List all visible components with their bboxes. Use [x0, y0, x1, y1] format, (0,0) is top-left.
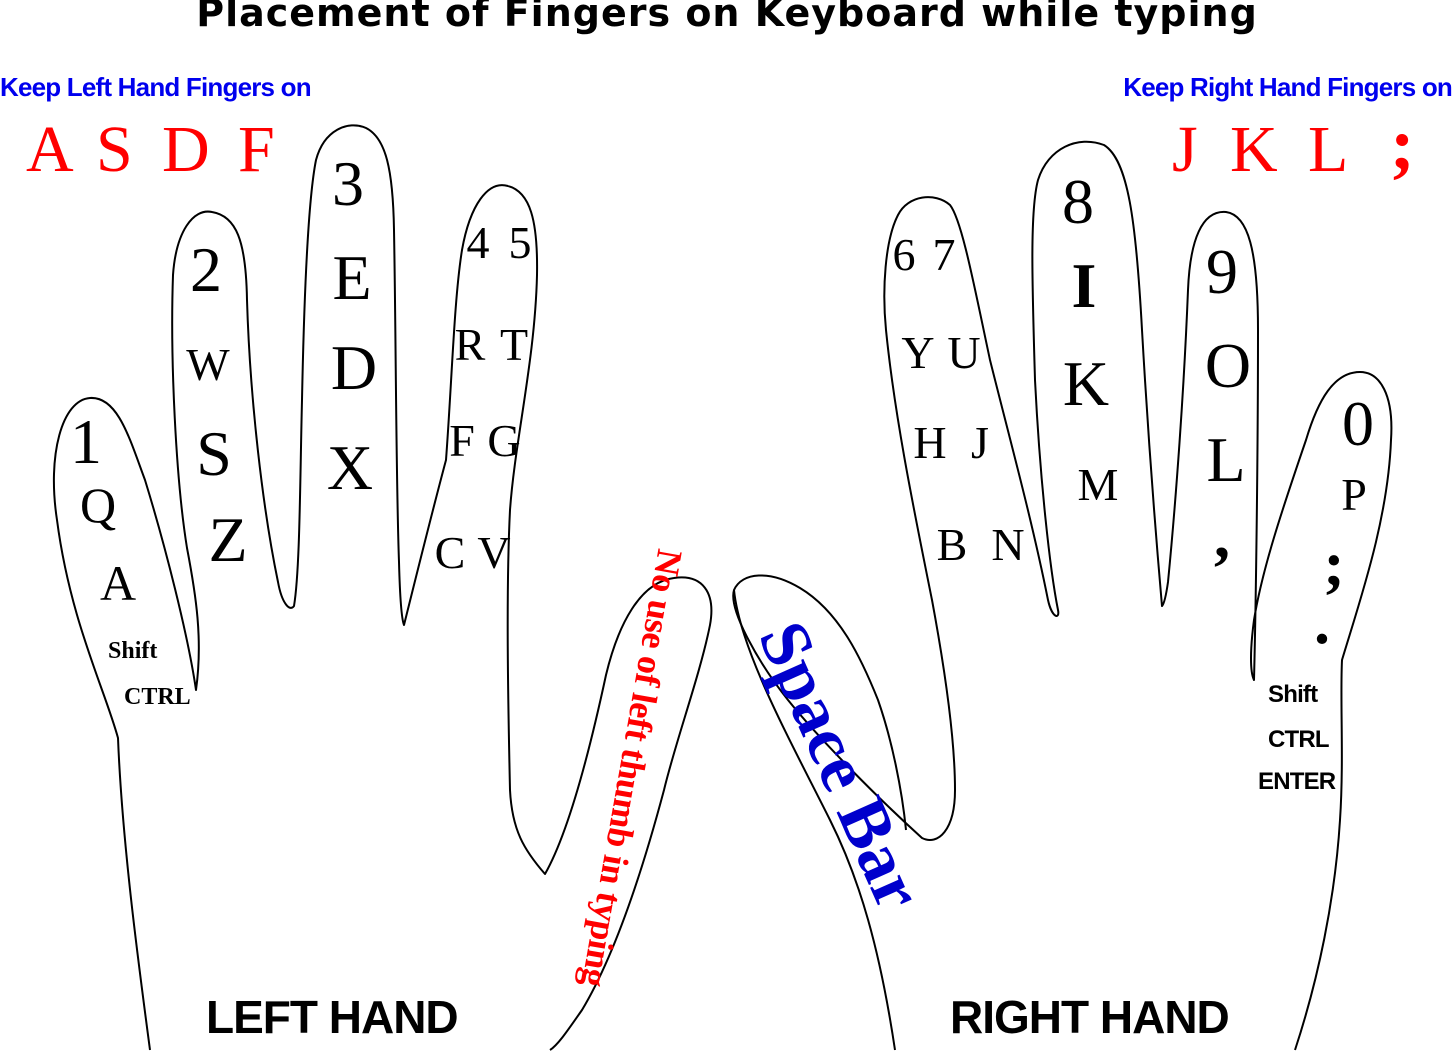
right-little-digit: 0 [1342, 388, 1374, 459]
left-home-key-s: S [96, 113, 133, 186]
right-little-key-semicolon: ; [1323, 528, 1345, 599]
right-hand-label: RIGHT HAND [950, 991, 1230, 1043]
right-index-key-u: U [947, 327, 981, 378]
left-little-mod-shift: Shift [108, 638, 158, 664]
left-middle-key-d: D [330, 332, 378, 403]
left-middle-key-x: X [326, 432, 374, 503]
left-middle-key-e: E [332, 242, 372, 313]
right-ring-digit: 9 [1206, 236, 1238, 307]
left-ring-key-w: W [186, 339, 230, 390]
right-hand-outline [732, 140, 1393, 1051]
left-index-digit-5: 5 [508, 217, 532, 268]
right-index-key-n: N [991, 519, 1025, 570]
right-index-key-h: H [913, 417, 947, 468]
left-little-mod-ctrl: CTRL [124, 684, 191, 710]
right-index-key-b: B [936, 519, 968, 570]
left-home-key-a: A [26, 113, 74, 186]
left-index-digit-4: 4 [466, 217, 490, 268]
left-home-key-d: D [162, 113, 210, 186]
left-index-key-v: V [477, 527, 511, 578]
right-hand-note: Keep Right Hand Fingers on [1123, 72, 1453, 102]
left-ring-key-z: Z [208, 504, 248, 575]
right-little-mod-ctrl: CTRL [1268, 726, 1330, 753]
left-index-key-r: R [454, 319, 486, 370]
right-ring-key-l: L [1206, 424, 1246, 495]
page-title: Placement of Fingers on Keyboard while t… [196, 0, 1258, 35]
left-hand-note: Keep Left Hand Fingers on [0, 72, 312, 102]
right-middle-key-i: I [1071, 250, 1097, 321]
right-thumb-outline [733, 589, 896, 1051]
left-little-key-a: A [99, 555, 137, 611]
left-middle-digit: 3 [332, 148, 364, 219]
right-ring-key-comma: , [1214, 500, 1230, 571]
right-index-digit-6: 6 [892, 229, 916, 280]
right-home-key-j: J [1172, 113, 1198, 186]
right-little-key-period: . [1314, 586, 1330, 657]
right-home-key-k: K [1230, 113, 1278, 186]
left-little-digit: 1 [70, 406, 102, 477]
left-hand-label: LEFT HAND [206, 991, 459, 1043]
left-little-key-q: Q [79, 477, 117, 533]
right-home-key-l: L [1308, 113, 1349, 186]
right-home-key-semicolon: ; [1390, 104, 1415, 186]
left-index-key-t: T [499, 319, 529, 370]
left-index-key-g: G [487, 415, 521, 466]
left-index-key-c: C [434, 527, 466, 578]
right-middle-key-k: K [1062, 348, 1110, 419]
right-middle-digit: 8 [1062, 166, 1094, 237]
right-ring-key-o: O [1204, 330, 1252, 401]
right-little-key-p: P [1341, 469, 1367, 520]
right-little-mod-enter: ENTER [1258, 768, 1336, 795]
left-ring-key-s: S [196, 418, 232, 489]
right-little-mod-shift: Shift [1268, 681, 1318, 708]
right-index-digit-7: 7 [932, 229, 956, 280]
left-home-key-f: F [238, 113, 275, 186]
left-index-key-f: F [449, 415, 475, 466]
right-middle-key-m: M [1077, 459, 1119, 510]
left-hand-outline [52, 124, 713, 1051]
left-ring-digit: 2 [190, 234, 222, 305]
right-index-key-y: Y [901, 327, 935, 378]
right-index-key-j: J [971, 417, 989, 468]
